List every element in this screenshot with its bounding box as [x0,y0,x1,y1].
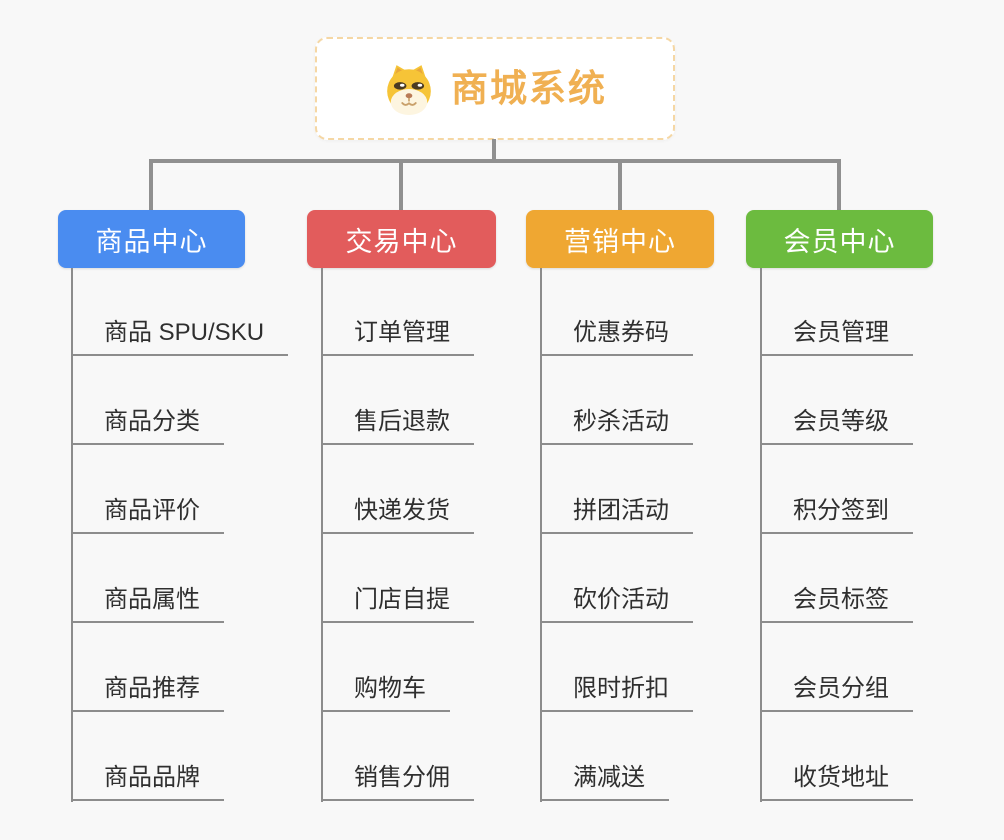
root-node-mall-system[interactable]: 商城系统 [315,37,675,140]
branch-label: 交易中心 [345,226,458,257]
leaf-node[interactable]: 积分签到 [760,494,913,534]
branch-label: 营销中心 [564,226,676,257]
branch-node-trade-center[interactable]: 交易中心 [307,210,496,268]
leaf-node[interactable]: 销售分佣 [321,761,474,801]
leaf-node[interactable]: 商品品牌 [71,761,224,801]
connector-column-spine [540,268,542,802]
branch-node-product-center[interactable]: 商品中心 [58,210,245,268]
leaf-node[interactable]: 商品分类 [71,405,224,445]
leaf-node[interactable]: 快递发货 [321,494,474,534]
leaf-node[interactable]: 会员分组 [760,672,913,712]
leaf-node[interactable]: 商品评价 [71,494,224,534]
connector-column-spine [760,268,762,802]
leaf-node[interactable]: 会员等级 [760,405,913,445]
branch-label: 商品中心 [95,226,208,257]
leaf-node[interactable]: 收货地址 [760,761,913,801]
leaf-node[interactable]: 秒杀活动 [540,405,693,445]
connector-horizontal-bar [149,159,841,163]
leaf-node[interactable]: 满减送 [540,761,669,801]
leaf-node[interactable]: 会员管理 [760,316,913,356]
connector-drop [618,161,622,210]
dog-face-icon [387,64,431,115]
leaf-node[interactable]: 砍价活动 [540,583,693,623]
leaf-node[interactable]: 限时折扣 [540,672,693,712]
root-title: 商城系统 [451,68,607,109]
connector-drop [837,161,841,210]
connector-column-spine [71,268,73,802]
branch-label: 会员中心 [783,226,896,257]
connector-root-stem [492,139,496,161]
leaf-node[interactable]: 门店自提 [321,583,474,623]
leaf-node[interactable]: 商品属性 [71,583,224,623]
leaf-node[interactable]: 会员标签 [760,583,913,623]
branch-node-member-center[interactable]: 会员中心 [746,210,933,268]
leaf-node[interactable]: 商品 SPU/SKU [71,316,289,356]
leaf-node[interactable]: 购物车 [321,672,450,712]
branch-node-marketing-center[interactable]: 营销中心 [526,210,714,268]
connector-drop [149,161,153,210]
connector-column-spine [321,268,323,802]
leaf-node[interactable]: 优惠券码 [540,316,693,356]
leaf-node[interactable]: 拼团活动 [540,494,693,534]
leaf-node[interactable]: 售后退款 [321,405,474,445]
connector-drop [399,161,403,210]
leaf-node[interactable]: 商品推荐 [71,672,224,712]
leaf-node[interactable]: 订单管理 [321,316,474,356]
